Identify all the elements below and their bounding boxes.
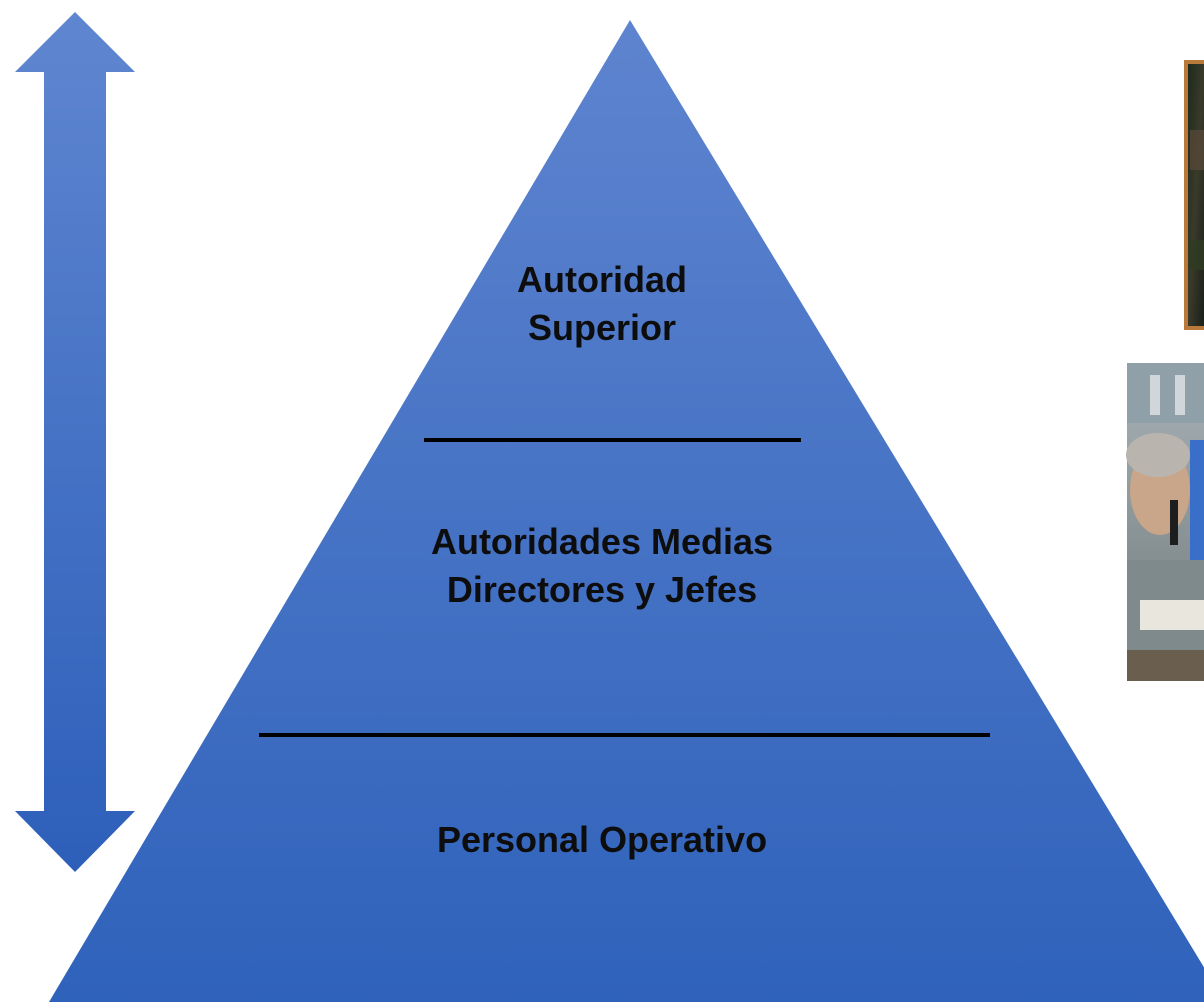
level-top-label: Autoridad Superior bbox=[0, 256, 1204, 352]
level-bottom-line-1: Personal Operativo bbox=[436, 819, 768, 860]
photo-top bbox=[1184, 60, 1204, 330]
level-bottom-label: Personal Operativo bbox=[0, 816, 1204, 864]
double-arrow-icon bbox=[15, 12, 135, 872]
photo-middle bbox=[1126, 363, 1204, 681]
level-middle-label: Autoridades Medias Directores y Jefes bbox=[0, 518, 1204, 614]
level-top-line-1: Autoridad bbox=[517, 259, 687, 300]
pyramid-shape bbox=[49, 20, 1204, 1002]
level-middle-line-2: Directores y Jefes bbox=[446, 569, 758, 610]
level-top-line-2: Superior bbox=[527, 307, 677, 348]
level-middle-line-1: Autoridades Medias bbox=[430, 521, 774, 562]
